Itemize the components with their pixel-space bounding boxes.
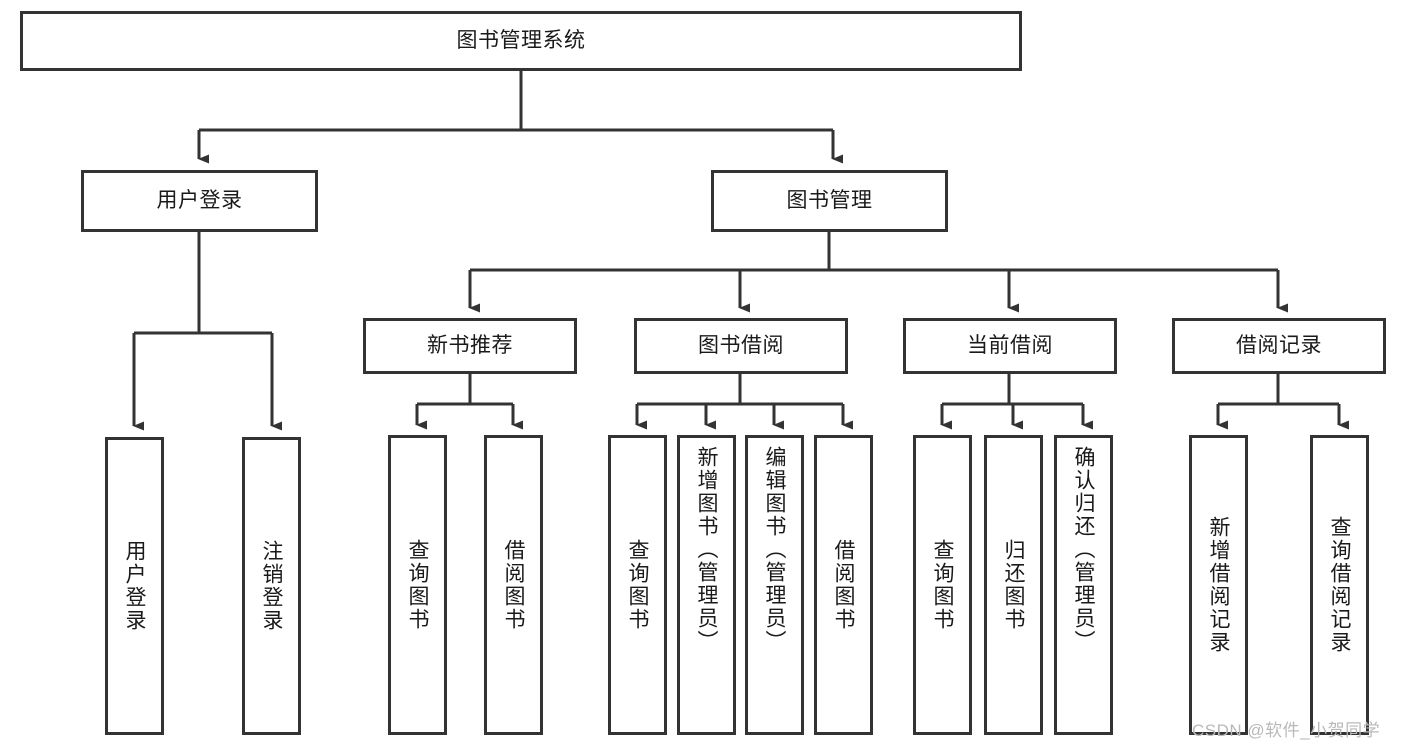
- node-label: 确认归还（管理员）: [1072, 446, 1096, 653]
- leaf-query-book-current[interactable]: 查询图书: [913, 435, 972, 735]
- leaf-borrow-book[interactable]: 借阅图书: [814, 435, 873, 735]
- node-label: 新书推荐: [427, 333, 513, 357]
- node-book-borrow[interactable]: 图书借阅: [634, 318, 848, 374]
- node-label: 新增图书（管理员）: [695, 446, 719, 653]
- leaf-add-borrow-record[interactable]: 新增借阅记录: [1189, 435, 1248, 735]
- leaf-return-book[interactable]: 归还图书: [984, 435, 1043, 735]
- leaf-edit-book-admin[interactable]: 编辑图书（管理员）: [745, 435, 804, 735]
- node-root-system[interactable]: 图书管理系统: [20, 11, 1022, 71]
- node-new-book-recommend[interactable]: 新书推荐: [363, 318, 577, 374]
- node-label: 新增借阅记录: [1207, 516, 1231, 654]
- leaf-borrow-book-recommend[interactable]: 借阅图书: [484, 435, 543, 735]
- node-label: 查询图书: [406, 539, 430, 631]
- node-current-borrow[interactable]: 当前借阅: [903, 318, 1117, 374]
- node-label: 图书管理: [786, 188, 873, 212]
- node-label: 借阅图书: [502, 539, 526, 631]
- node-book-manage[interactable]: 图书管理: [711, 170, 948, 232]
- leaf-add-book-admin[interactable]: 新增图书（管理员）: [677, 435, 736, 735]
- node-label: 查询图书: [931, 539, 955, 631]
- leaf-user-login[interactable]: 用户登录: [105, 437, 164, 735]
- leaf-query-book-borrow[interactable]: 查询图书: [608, 435, 667, 735]
- leaf-logout[interactable]: 注销登录: [242, 437, 301, 735]
- node-label: 借阅记录: [1236, 333, 1322, 357]
- node-label: 用户登录: [123, 540, 147, 632]
- node-label: 当前借阅: [967, 333, 1053, 357]
- leaf-query-borrow-record[interactable]: 查询借阅记录: [1310, 435, 1369, 735]
- node-label: 用户登录: [156, 188, 243, 212]
- leaf-query-book-recommend[interactable]: 查询图书: [388, 435, 447, 735]
- csdn-watermark: CSDN @软件_小贺同学: [1192, 721, 1381, 740]
- leaf-confirm-return-admin[interactable]: 确认归还（管理员）: [1054, 435, 1113, 735]
- node-label: 查询借阅记录: [1328, 516, 1352, 654]
- node-label: 查询图书: [626, 539, 650, 631]
- node-label: 注销登录: [260, 540, 284, 632]
- node-label: 借阅图书: [832, 539, 856, 631]
- node-user-login[interactable]: 用户登录: [81, 170, 318, 232]
- node-label: 图书管理系统: [456, 28, 586, 52]
- node-label: 编辑图书（管理员）: [763, 446, 787, 653]
- node-label: 归还图书: [1002, 539, 1026, 631]
- node-label: 图书借阅: [698, 333, 784, 357]
- node-borrow-record[interactable]: 借阅记录: [1172, 318, 1386, 374]
